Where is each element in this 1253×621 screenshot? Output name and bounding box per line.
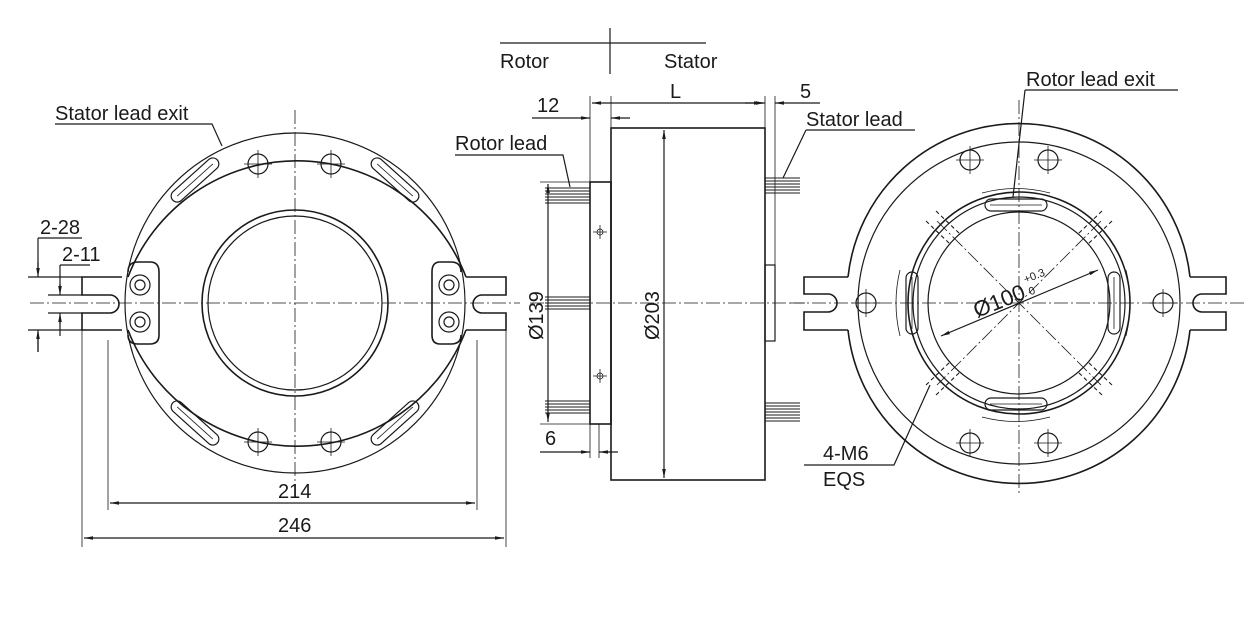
left-view: Stator lead exit 2-28 2-11 214 246 — [28, 103, 520, 547]
rotor-label: Rotor — [500, 51, 549, 73]
rotor-lead-exit-label: Rotor lead exit — [1026, 69, 1155, 91]
stator-lead-exit-slots — [170, 157, 420, 446]
right-flange-lug — [431, 261, 507, 345]
dim-203: Ø203 — [642, 291, 664, 340]
dim-2-28: 2-28 — [40, 217, 80, 239]
side-view: Rotor Stator Rotor lead Stator lead L — [455, 28, 915, 481]
dim-139: Ø139 — [526, 291, 548, 340]
holes-note: EQS — [823, 469, 865, 491]
rotor-lead-exit-slots — [895, 188, 1131, 422]
dim-2-11: 2-11 — [62, 244, 101, 266]
dim-L: L — [670, 81, 681, 103]
left-outer-circle — [127, 160, 467, 278]
dim-5: 5 — [800, 81, 811, 103]
holes-dim: 4-M6 — [823, 443, 869, 465]
m6-tapped-holes — [925, 210, 1113, 396]
dim-246: 246 — [278, 515, 311, 537]
stator-lead-wires — [765, 177, 800, 422]
rotor-lead-label: Rotor lead — [455, 133, 547, 155]
bore-tol-upper: +0.3 — [1022, 267, 1047, 286]
stator-lead-exit-label: Stator lead exit — [55, 103, 189, 125]
bore-tol-lower: 0 — [1027, 285, 1037, 298]
right-view-right-lug — [1190, 276, 1227, 331]
dim-214: 214 — [278, 481, 311, 503]
bore-dim: Ø100 — [970, 279, 1029, 322]
right-view: Ø100 +0.3 0 Rotor lead exit 4-M6 EQS — [790, 69, 1245, 495]
stator-body — [610, 127, 766, 481]
rotor-lead-wires — [545, 187, 590, 414]
stator-lead-label: Stator lead — [806, 109, 903, 131]
right-view-left-lug — [803, 276, 848, 331]
dim-12: 12 — [537, 95, 559, 117]
stator-label: Stator — [664, 51, 718, 73]
left-mounting-holes — [244, 150, 345, 456]
dim-6: 6 — [545, 428, 556, 450]
